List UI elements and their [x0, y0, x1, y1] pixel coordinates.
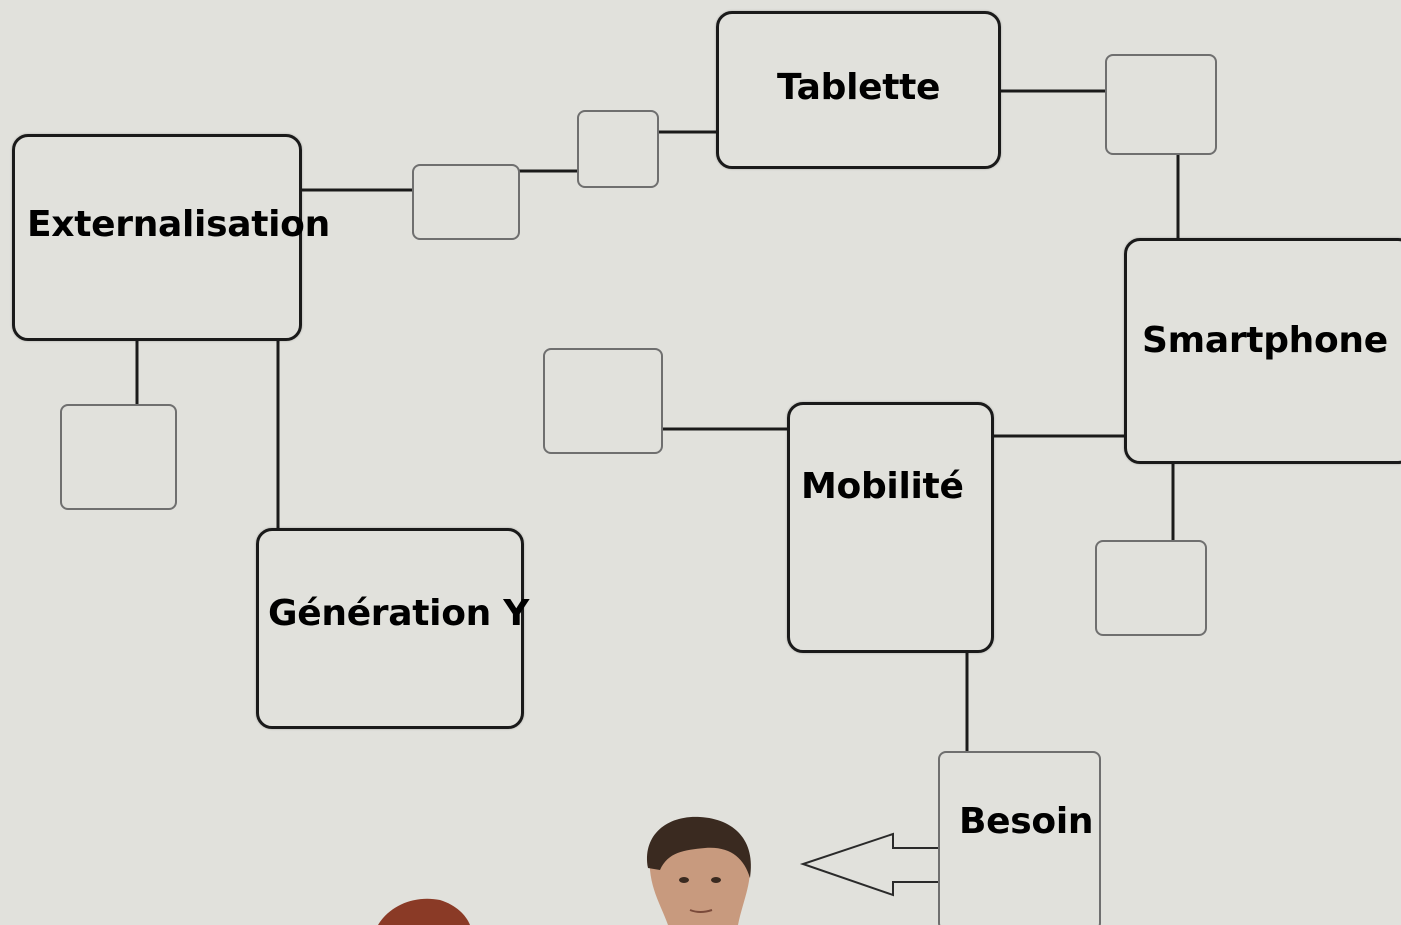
node-mobilite [787, 402, 994, 653]
label-externalisation: Externalisation [27, 204, 330, 245]
node-generation-y [256, 528, 524, 729]
label-tablette: Tablette [777, 67, 941, 108]
node-smartphone [1124, 238, 1401, 464]
node-tablette [716, 11, 1001, 169]
placeholder-box [412, 164, 520, 240]
placeholder-box [1105, 54, 1217, 155]
label-generation-y: Génération Y [268, 593, 529, 634]
arrow-left-icon [799, 832, 939, 897]
label-mobilite: Mobilité [801, 466, 964, 507]
label-besoin: Besoin [959, 801, 1094, 842]
placeholder-box [543, 348, 663, 454]
placeholder-box [60, 404, 177, 510]
node-externalisation [12, 134, 302, 341]
label-smartphone: Smartphone [1142, 320, 1388, 361]
placeholder-box [938, 751, 1101, 925]
placeholder-box [1095, 540, 1207, 636]
placeholder-box [577, 110, 659, 188]
